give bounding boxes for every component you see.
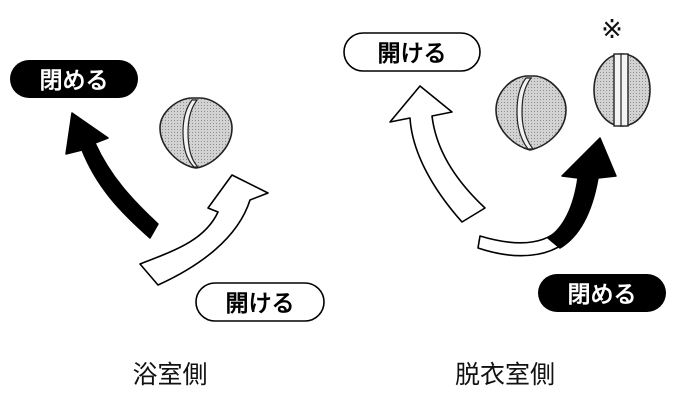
close-direction-arrow <box>65 112 159 239</box>
close-label-badge: 閉める <box>10 60 138 98</box>
emergency-release-icon <box>593 53 651 127</box>
close-label-badge: 閉める <box>538 274 666 312</box>
open-label-badge: 開ける <box>343 32 481 72</box>
open-label-text: 開ける <box>378 41 447 67</box>
thumb-turn-knob-icon <box>495 75 567 151</box>
note-mark: ※ <box>601 15 623 45</box>
open-direction-arrow <box>389 85 486 223</box>
bathroom-side-panel: 閉める 開ける 浴室側 <box>10 60 325 389</box>
dressing-room-side-caption: 脱衣室側 <box>455 360 555 389</box>
thumb-turn-knob-icon <box>159 97 233 169</box>
close-label-text: 閉める <box>40 68 109 94</box>
bathroom-side-caption: 浴室側 <box>132 360 207 389</box>
open-direction-arrow <box>139 174 269 286</box>
open-label-text: 開ける <box>226 291 295 317</box>
close-direction-arrow <box>547 137 617 249</box>
open-label-badge: 開ける <box>195 282 325 322</box>
close-label-text: 閉める <box>568 282 637 308</box>
dressing-room-side-panel: ※ 開ける 閉める 脱衣室側 <box>343 15 666 389</box>
